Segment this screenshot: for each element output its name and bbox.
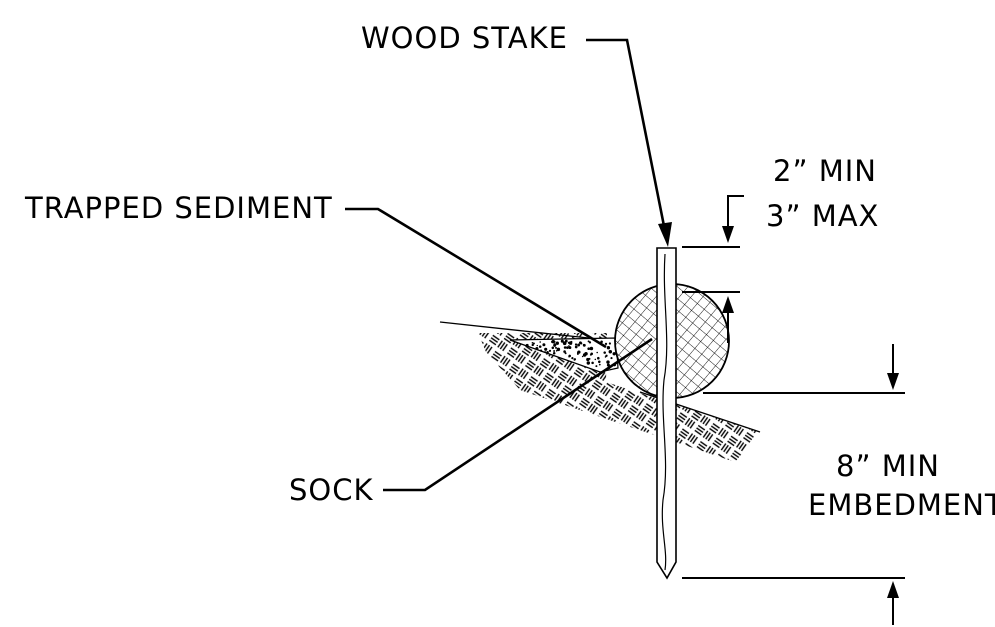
sediment-dot	[564, 339, 568, 343]
sediment-dot	[574, 343, 578, 346]
sediment-dot	[564, 352, 567, 355]
sediment-dot	[568, 346, 572, 350]
sediment-dot	[577, 343, 581, 347]
sediment-dot	[538, 345, 542, 348]
sediment-dot	[563, 341, 567, 346]
label-sock: SOCK	[289, 473, 374, 507]
wood-stake	[656, 247, 677, 580]
sediment-dot	[596, 351, 598, 354]
sediment-dot	[595, 365, 598, 368]
label-min-height: 2” MIN	[773, 154, 877, 188]
sediment-dot	[606, 360, 610, 364]
sediment-dot	[586, 361, 591, 365]
sediment-dot	[539, 341, 541, 343]
sediment-dot	[563, 350, 566, 353]
sediment-dot	[539, 349, 543, 352]
sediment-dot	[608, 349, 613, 354]
sediment-dot	[555, 341, 559, 345]
sediment-dot	[603, 351, 606, 354]
sediment-dot	[554, 341, 556, 343]
sediment-dot	[568, 345, 570, 347]
sediment-dot	[579, 341, 582, 345]
sediment-dot	[571, 356, 574, 360]
sediment-dot	[598, 363, 601, 366]
sediment-dot	[556, 347, 561, 352]
trapped-sediment-wedge	[509, 337, 619, 373]
sediment-dot	[542, 343, 546, 347]
sediment-dot	[583, 354, 586, 356]
label-embedment-word: EMBEDMENT	[808, 488, 995, 522]
sediment-dot	[536, 344, 538, 347]
sediment-dot	[604, 342, 608, 346]
sediment-dot	[606, 363, 610, 367]
sediment-dot	[581, 355, 584, 358]
sediment-dot	[552, 352, 556, 355]
sediment-dot	[612, 352, 616, 356]
sediment-dot	[577, 353, 579, 355]
sediment-dot	[535, 347, 539, 351]
label-trapped-sediment: TRAPPED SEDIMENT	[25, 191, 333, 225]
sediment-dot	[606, 346, 611, 350]
sediment-dot	[560, 339, 564, 343]
sediment-dot	[551, 339, 556, 344]
sediment-dot	[587, 340, 590, 343]
sediment-dot	[604, 356, 607, 358]
sediment-dot	[573, 358, 577, 361]
sediment-dot	[544, 347, 548, 351]
sediment-dot	[597, 356, 600, 360]
sediment-dot	[566, 346, 569, 349]
sediment-dot	[608, 342, 611, 345]
sediment-dot	[587, 347, 591, 351]
sediment-dot	[544, 351, 546, 353]
sediment-dot	[546, 351, 549, 354]
sediment-dot	[553, 343, 556, 346]
sediment-dot	[574, 345, 578, 349]
sediment-dot	[570, 340, 573, 344]
leader-lines	[345, 38, 672, 492]
sediment-dot	[582, 343, 586, 347]
sediment-dot	[551, 346, 555, 350]
sediment-dot	[591, 361, 594, 365]
sediment-dot	[610, 357, 613, 360]
sediment-dot	[589, 353, 592, 356]
sediment-dot	[563, 346, 567, 349]
sediment-dot	[577, 350, 581, 354]
label-max-height: 3” MAX	[766, 199, 880, 233]
label-embedment-value: 8” MIN	[836, 449, 940, 483]
sediment-dot	[555, 346, 557, 349]
sediment-dot	[598, 360, 601, 364]
sediment-dot	[531, 344, 534, 346]
sediment-dot	[532, 342, 535, 345]
sediment-dot	[568, 354, 571, 358]
sediment-dot	[589, 346, 594, 351]
sediment-dot	[525, 343, 529, 347]
sediment-dot	[567, 341, 570, 344]
dimension-lines	[682, 195, 905, 625]
sediment-dot	[553, 350, 556, 352]
sediment-dot	[548, 349, 551, 352]
sediment-dot	[594, 358, 597, 361]
sediment-dot	[588, 357, 591, 360]
label-wood-stake: WOOD STAKE	[361, 21, 568, 55]
